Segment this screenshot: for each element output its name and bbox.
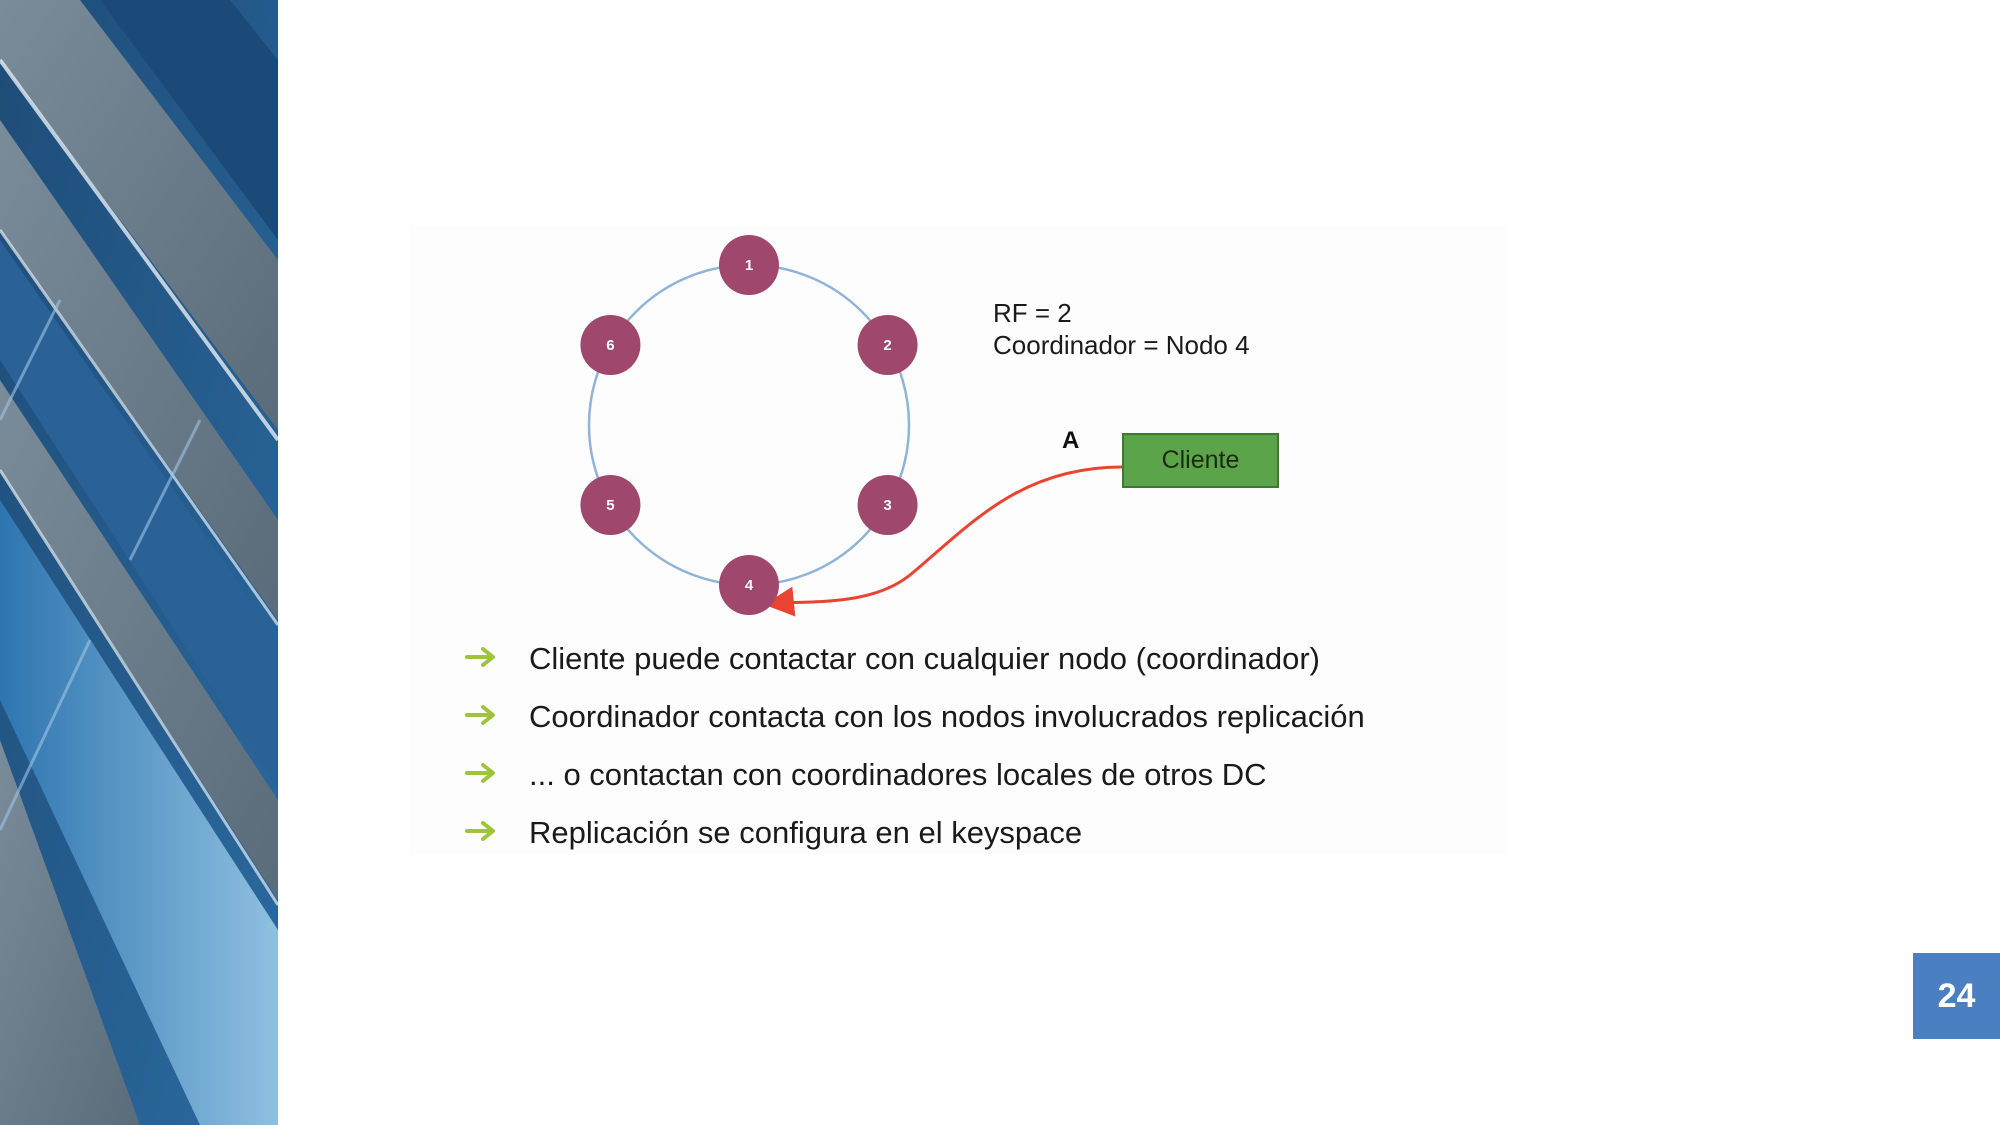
node-label: 1 <box>745 257 753 274</box>
request-arrow <box>764 465 1123 617</box>
slide-number: 24 <box>1937 976 1976 1015</box>
node-label: 2 <box>883 337 891 354</box>
node-circle <box>719 235 779 295</box>
client-box: Cliente <box>1122 433 1279 488</box>
right-arrow-icon <box>465 757 529 793</box>
ring <box>587 263 911 587</box>
ring-node-5: 5 <box>580 475 641 535</box>
bullet-text: Cliente puede contactar con cualquier no… <box>529 641 1320 676</box>
ring-node-6: 6 <box>580 315 641 375</box>
node-circle <box>580 475 641 535</box>
replication-info: RF = 2 Coordinador = Nodo 4 <box>993 297 1250 361</box>
node-label: 5 <box>606 497 614 514</box>
bullet-text: Coordinador contacta con los nodos invol… <box>529 699 1365 734</box>
slide-content: 1 2 3 4 5 6 RF = 2 Coordinador = Nodo 4 A Cli… <box>410 225 1505 855</box>
arrow-label: A <box>1062 427 1080 454</box>
bullet-item: Coordinador contacta con los nodos invol… <box>465 688 1365 746</box>
right-arrow-icon <box>465 815 529 851</box>
client-label: Cliente <box>1161 446 1240 474</box>
node-circle <box>719 555 779 615</box>
ring-node-1: 1 <box>719 235 779 295</box>
replication-ring-diagram: 1 2 3 4 5 6 <box>580 235 1123 617</box>
info-line-rf: RF = 2 <box>993 298 1072 328</box>
bullet-item: ... o contactan con coordinadores locale… <box>465 746 1365 804</box>
node-circle <box>857 315 918 375</box>
bullet-text: Replicación se configura en el keyspace <box>529 815 1083 850</box>
node-circle <box>857 475 918 535</box>
bullet-list: Cliente puede contactar con cualquier no… <box>465 630 1365 862</box>
right-arrow-icon <box>465 641 529 677</box>
ring-node-2: 2 <box>857 315 918 375</box>
slide-number-badge: 24 <box>1913 953 2000 1039</box>
ring-node-4: 4 <box>719 555 779 615</box>
node-label: 6 <box>606 337 614 354</box>
bullet-item: Cliente puede contactar con cualquier no… <box>465 630 1365 688</box>
node-label: 4 <box>745 577 754 594</box>
decorative-building-photo <box>0 0 278 1125</box>
bullet-item: Replicación se configura en el keyspace <box>465 804 1365 862</box>
ring-node-3: 3 <box>857 475 918 535</box>
info-line-coordinator: Coordinador = Nodo 4 <box>993 330 1250 360</box>
node-circle <box>580 315 641 375</box>
node-label: 3 <box>883 497 891 514</box>
right-arrow-icon <box>465 699 529 735</box>
bullet-text: ... o contactan con coordinadores locale… <box>529 757 1267 792</box>
